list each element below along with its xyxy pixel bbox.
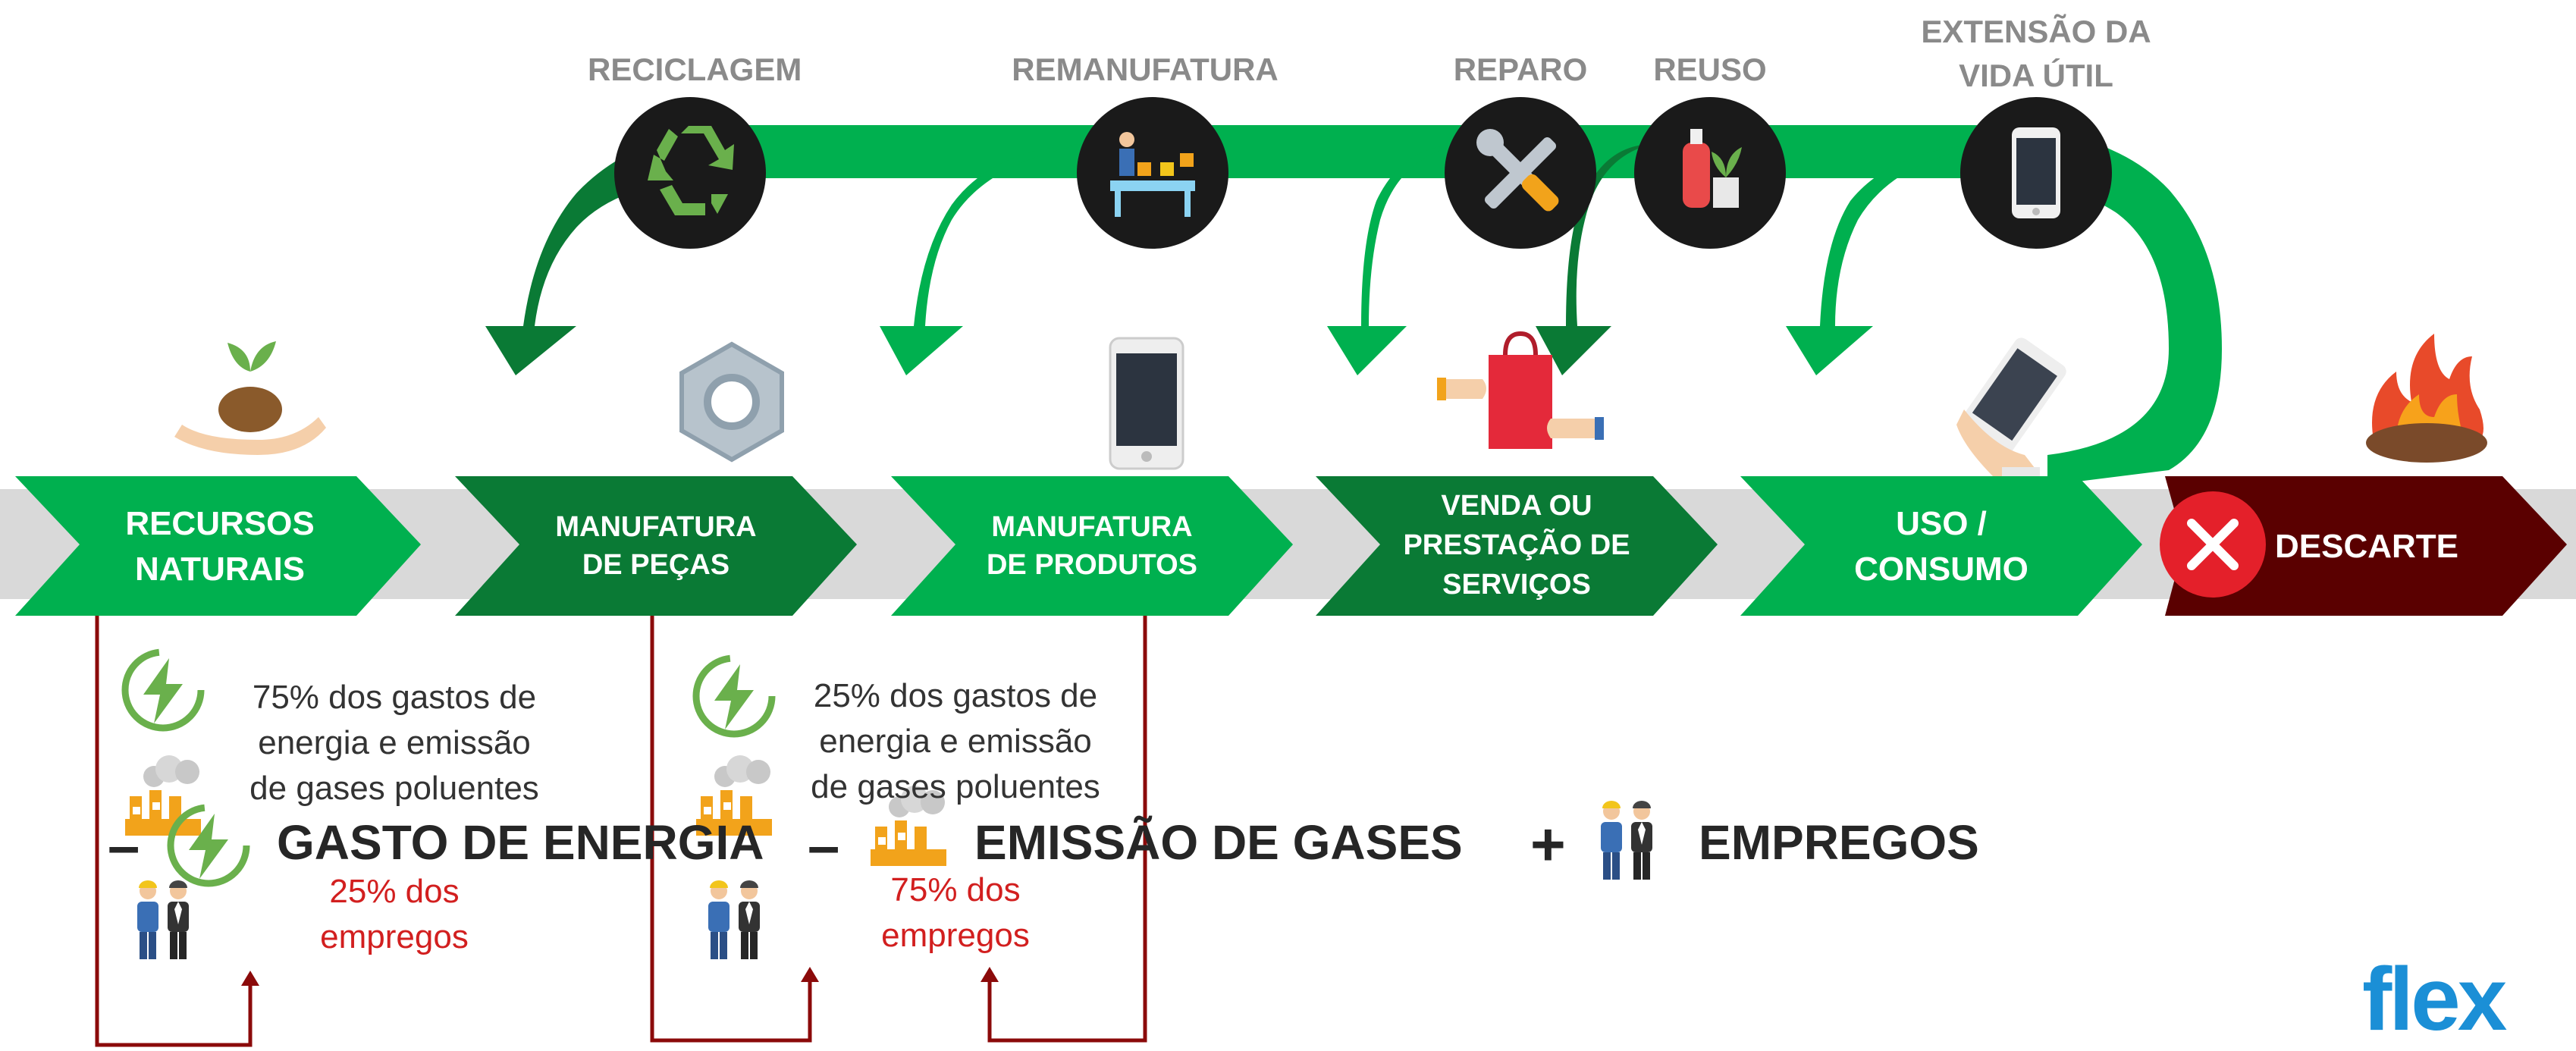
stage-use-line1: USO / bbox=[1896, 505, 1987, 542]
lightning-icon bbox=[125, 652, 201, 728]
lightning-icon bbox=[171, 808, 246, 883]
lightning-icon bbox=[696, 658, 772, 734]
stat-mid-jobs-line2: empregos bbox=[881, 917, 1030, 954]
legend-minus-energy: – bbox=[108, 814, 140, 878]
stage-products-line2: DE PRODUTOS bbox=[986, 549, 1197, 581]
stage-natural-resources-line2: NATURAIS bbox=[134, 551, 306, 588]
chevron-disposal bbox=[2165, 476, 2567, 616]
tools-icon bbox=[1445, 97, 1596, 249]
stat-mid-line3: de gases poluentes bbox=[811, 768, 1100, 805]
legend-minus-emissions: – bbox=[808, 814, 840, 878]
chevron-natural-resources bbox=[15, 476, 421, 616]
stage-sales-line2: PRESTAÇÃO DE bbox=[1403, 529, 1630, 561]
hex-nut-icon bbox=[679, 341, 784, 463]
legend-plus-jobs: + bbox=[1530, 811, 1566, 878]
assembly-line-icon bbox=[1077, 97, 1228, 249]
stat-left-line2: energia e emissão bbox=[258, 724, 531, 761]
legend-jobs: EMPREGOS bbox=[1699, 815, 1979, 870]
stat-left-line1: 75% dos gastos de bbox=[252, 679, 537, 716]
mobile-phone-icon bbox=[1960, 97, 2112, 249]
recycle-icon bbox=[614, 97, 766, 249]
legend-energy: GASTO DE ENERGIA bbox=[277, 815, 764, 870]
bracket-arrowheads bbox=[241, 967, 999, 986]
stage-products-line1: MANUFATURA bbox=[991, 511, 1193, 543]
workers-icon bbox=[1601, 801, 1652, 880]
stage-sales-line3: SERVIÇOS bbox=[1442, 569, 1591, 601]
fire-icon bbox=[2366, 334, 2487, 463]
chevron-sales bbox=[1316, 476, 1718, 616]
stat-left-line3: de gases poluentes bbox=[249, 770, 539, 807]
bracket-lines bbox=[95, 616, 1147, 1047]
stat-left-jobs-line1: 25% dos bbox=[329, 873, 460, 910]
smartphone-icon bbox=[1109, 337, 1184, 470]
stat-mid-line1: 25% dos gastos de bbox=[813, 677, 1098, 714]
chevron-products bbox=[891, 476, 1293, 616]
stage-disposal: DESCARTE bbox=[2275, 528, 2459, 565]
legend-emissions: EMISSÃO DE GASES bbox=[974, 815, 1463, 870]
workers-icon bbox=[137, 880, 189, 959]
loop-label-remanufacturing: REMANUFATURA bbox=[1012, 52, 1279, 87]
stat-mid-jobs-line1: 75% dos bbox=[890, 871, 1021, 908]
loop-label-reuse: REUSO bbox=[1653, 52, 1767, 87]
stat-mid-line2: energia e emissão bbox=[819, 723, 1092, 760]
loop-label-recycling: RECICLAGEM bbox=[588, 52, 802, 87]
close-x-icon bbox=[2160, 491, 2266, 598]
stage-use-line2: CONSUMO bbox=[1854, 551, 2028, 588]
stage-natural-resources-line1: RECURSOS bbox=[125, 505, 315, 542]
shopping-bag-icon bbox=[1437, 331, 1604, 449]
stage-parts-line1: MANUFATURA bbox=[555, 511, 757, 543]
workers-icon bbox=[708, 880, 760, 959]
seedling-in-hand-icon bbox=[174, 341, 326, 455]
loop-label-repair: REPARO bbox=[1453, 52, 1588, 87]
stage-sales-line1: VENDA OU bbox=[1441, 490, 1592, 522]
chevron-parts bbox=[455, 476, 857, 616]
flex-logo: flex bbox=[2362, 949, 2507, 1049]
chevron-use bbox=[1740, 476, 2142, 616]
bottle-plant-icon bbox=[1634, 97, 1786, 249]
stat-left-jobs-line2: empregos bbox=[320, 918, 469, 955]
loop-label-life-extension-line1: EXTENSÃO DA bbox=[1921, 14, 2151, 49]
stage-parts-line2: DE PEÇAS bbox=[582, 549, 730, 581]
phone-in-hand-icon bbox=[1956, 337, 2066, 490]
loop-label-life-extension-line2: VIDA ÚTIL bbox=[1959, 58, 2113, 93]
